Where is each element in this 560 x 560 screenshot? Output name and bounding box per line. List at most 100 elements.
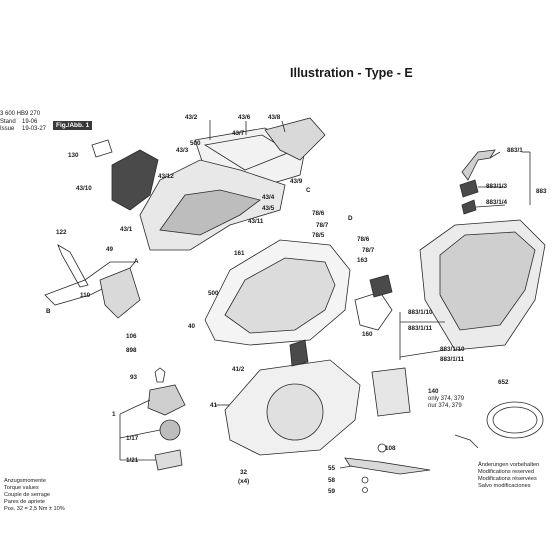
callout-1: 1	[112, 411, 116, 418]
card-140-part	[371, 367, 411, 417]
battery-cover-part	[111, 149, 159, 211]
note-only-374-379: only 374, 379	[428, 396, 465, 402]
motor-1-part	[147, 384, 186, 416]
part-number: 3 600 HB9 270	[0, 111, 41, 117]
latch-160-part	[369, 274, 393, 298]
callout-43-5: 43/5	[262, 205, 275, 212]
callout-161: 161	[234, 250, 245, 257]
leader-line	[281, 120, 286, 133]
clip-93-part	[154, 367, 166, 383]
callout-883-1-3: 883/1/3	[486, 183, 508, 190]
callout-40: 40	[188, 323, 196, 330]
callout-883-1-11-b: 883/1/11	[440, 356, 465, 363]
callout-163: 163	[357, 257, 368, 264]
callout-43-6: 43/6	[238, 114, 251, 121]
issue-date: 19-03-27	[22, 126, 47, 132]
callout-43-8: 43/8	[268, 114, 281, 121]
torque-note-line: Couple de serrage	[4, 492, 51, 498]
handle-110-part	[99, 267, 141, 319]
callout-130: 130	[68, 152, 79, 159]
torque-notes: Anzugsmomente Torque values Couple de se…	[4, 478, 65, 513]
marker-a: A	[134, 258, 139, 265]
callout-78-6-c: 78/6	[312, 210, 325, 217]
callout-43-10: 43/10	[76, 185, 92, 192]
marker-b: B	[46, 308, 51, 315]
modification-note-line: Salvo modificaciones	[478, 483, 531, 489]
grass-box-window	[439, 231, 536, 331]
torque-note-line: Pos. 32 = 2,5 Nm ± 10%	[4, 506, 65, 512]
callout-1-21: 1/21	[126, 457, 139, 464]
callout-43-11: 43/11	[248, 218, 264, 225]
leader-line	[489, 151, 501, 159]
callout-43-3: 43/3	[176, 147, 189, 154]
callout-43-4: 43/4	[262, 194, 275, 201]
modification-notes: Änderungen vorbehalten Modifications res…	[478, 462, 539, 490]
cable-652-coil	[486, 401, 544, 439]
callout-108: 108	[385, 445, 396, 452]
figure-label: Fig./Abb. 1	[53, 121, 93, 130]
torque-note-line: Pares de apriete	[4, 499, 46, 505]
leader-line	[475, 204, 506, 208]
callout-59: 59	[328, 488, 336, 495]
modification-note-line: Änderungen vorbehalten	[478, 462, 540, 468]
callout-140: 140	[428, 388, 439, 395]
callout-883-1: 883/1	[507, 147, 523, 154]
badge-130-part	[91, 139, 113, 158]
stand-date: 19-06	[22, 119, 38, 125]
callout-49: 49	[106, 246, 114, 253]
modification-note-line: Modifications réservées	[478, 476, 537, 482]
callout-160: 160	[362, 331, 373, 338]
callout-500-b: 500	[208, 290, 219, 297]
motor-cover-part	[154, 449, 183, 471]
washer-58-part	[361, 476, 369, 484]
callout-883-1-11-a: 883/1/11	[408, 325, 433, 332]
grass-box-clip-2	[461, 199, 477, 215]
callout-58: 58	[328, 477, 336, 484]
callout-43-1: 43/1	[120, 226, 133, 233]
leader-line	[119, 429, 161, 439]
motor-gear-part	[159, 419, 181, 441]
grass-box-handle-part	[461, 149, 496, 181]
stand-label: Stand	[0, 119, 16, 125]
leader-line	[119, 399, 151, 415]
issue-label: Issue	[0, 126, 15, 132]
callout-883-1-10-a: 883/1/10	[408, 309, 433, 316]
leader-line	[399, 349, 446, 358]
cable-652-plug	[454, 434, 479, 449]
rod-122-part	[57, 244, 89, 288]
fan-108-part	[377, 443, 387, 453]
marker-d-top: D	[348, 215, 353, 222]
callout-78-5: 78/5	[312, 232, 325, 239]
callout-122: 122	[56, 229, 67, 236]
callout-883-1-10-b: 883/1/10	[440, 346, 465, 353]
torque-note-line: Torque values	[4, 485, 39, 491]
leader-line	[339, 465, 353, 469]
callout-41: 41	[210, 402, 218, 409]
callout-43-12: 43/12	[158, 173, 174, 180]
callout-41-2: 41/2	[232, 366, 245, 373]
chute-160-part	[354, 291, 393, 331]
page-title: Illustration - Type - E	[290, 66, 413, 80]
chassis-switch-part	[289, 339, 309, 367]
callout-93: 93	[130, 374, 138, 381]
grass-box-clip	[459, 179, 479, 198]
nut-59-part	[362, 487, 368, 493]
chassis-41-blade-well	[266, 383, 324, 441]
callout-883-1-4: 883/1/4	[486, 199, 508, 206]
deck-40-inner	[224, 257, 336, 334]
callout-55: 55	[328, 465, 336, 472]
callout-78-7-c: 78/7	[316, 222, 329, 229]
keypad-part	[264, 117, 326, 161]
cable-652-coil-inner	[492, 406, 538, 434]
note-nur-374-379: nur 374, 379	[428, 403, 462, 409]
modification-note-line: Modifications reserved	[478, 469, 534, 475]
callout-898: 898	[126, 347, 137, 354]
callout-1-17: 1/17	[126, 435, 139, 442]
callout-500: 500	[190, 140, 201, 147]
callout-32-qty: (x4)	[238, 478, 250, 485]
callout-78-7-d: 78/7	[362, 247, 375, 254]
callout-32: 32	[240, 469, 248, 476]
housing-43-vent	[159, 189, 261, 236]
callout-43-7: 43/7	[232, 130, 245, 137]
